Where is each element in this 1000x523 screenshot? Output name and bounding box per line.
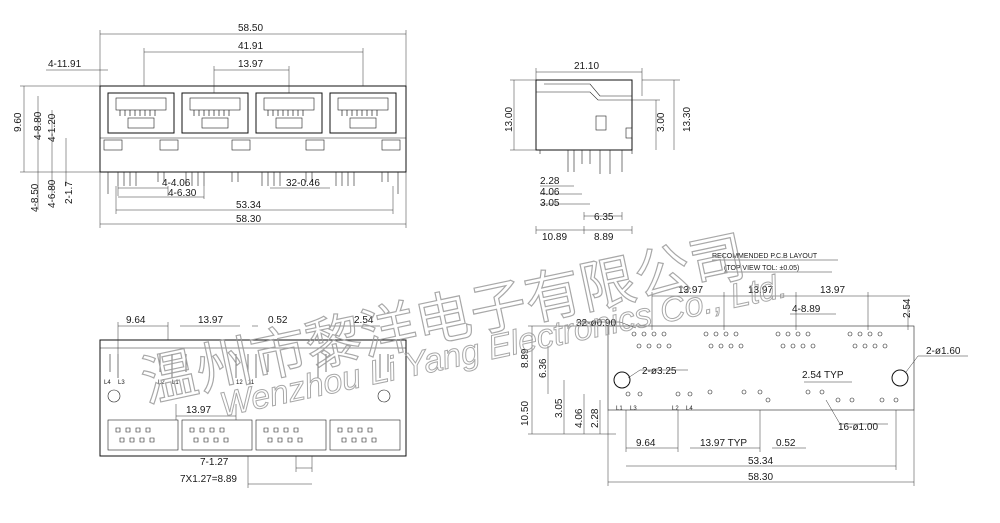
bottom-dim-7x1-27: 7X1.27=8.89 bbox=[180, 474, 237, 485]
pcb-dim-13-97-typ: 13.97 TYP bbox=[700, 438, 747, 449]
pcb-callout-2-54-typ: 2.54 TYP bbox=[802, 370, 844, 381]
pcb-dim-8-89: 8.89 bbox=[520, 348, 531, 368]
side-dim-4-06: 4.06 bbox=[540, 187, 560, 198]
side-dim-13-00: 13.00 bbox=[504, 107, 515, 132]
pcb-callout-2-1-60: 2-ø1.60 bbox=[926, 346, 961, 357]
pcb-callout-16-1-00: 16-ø1.00 bbox=[838, 422, 878, 433]
bottom-pin-label-L2: L2 bbox=[158, 380, 165, 386]
pcb-dim-2-54: 2.54 bbox=[902, 298, 913, 318]
front-view: 58.50 41.91 13.97 4-11.91 9.60 4-8.80 4-… bbox=[13, 23, 407, 228]
bottom-dim-13-97: 13.97 bbox=[198, 315, 223, 326]
bottom-dim-2-54: 2.54 bbox=[354, 315, 374, 326]
jack-port-2 bbox=[181, 92, 249, 134]
side-dim-8-89: 8.89 bbox=[594, 232, 614, 243]
front-dim-4-4-06: 4-4.06 bbox=[162, 178, 191, 189]
bottom-pin-label-11: 11 bbox=[248, 380, 255, 386]
pcb-mount-hole-left bbox=[613, 371, 631, 389]
front-dim-53-34: 53.34 bbox=[236, 200, 261, 211]
pcb-dim-53-34: 53.34 bbox=[748, 456, 773, 467]
bottom-view: L4 L3 L2 L1 12 11 9.64 13.97 0.52 2.54 1… bbox=[99, 315, 407, 488]
pcb-dim-2-28: 2.28 bbox=[590, 408, 601, 428]
pcb-dim-13-97-a: 13.97 bbox=[678, 285, 703, 296]
pcb-dim-58-30: 58.30 bbox=[748, 472, 773, 483]
pcb-dim-13-97-c: 13.97 bbox=[820, 285, 845, 296]
side-dim-6-35: 6.35 bbox=[594, 212, 614, 223]
pcb-dim-6-36: 6.36 bbox=[538, 358, 549, 378]
side-view: 21.10 13.00 13.30 3.00 2.28 4.06 3.05 6.… bbox=[504, 61, 693, 243]
bottom-pin-label-L1: L1 bbox=[172, 380, 179, 386]
front-dim-2-1-7: 2-1.7 bbox=[64, 181, 75, 204]
front-dim-4-6-80: 4-6.80 bbox=[47, 179, 58, 208]
pcb-pin-label-L4: L4 bbox=[686, 406, 693, 412]
front-dim-4-8-80: 4-8.80 bbox=[33, 111, 44, 140]
side-dim-3-05: 3.05 bbox=[540, 198, 560, 209]
side-dim-21-10: 21.10 bbox=[574, 61, 599, 72]
pcb-dim-0-52: 0.52 bbox=[776, 438, 796, 449]
pcb-dim-13-97-b: 13.97 bbox=[748, 285, 773, 296]
side-dim-2-28: 2.28 bbox=[540, 176, 560, 187]
side-dim-3-00: 3.00 bbox=[656, 112, 667, 132]
pcb-layout: RECOMMENDED P.C.B LAYOUT (TOP VIEW TOL: … bbox=[520, 253, 968, 486]
pcb-pin-label-L2: L2 bbox=[672, 406, 679, 412]
side-dim-13-30: 13.30 bbox=[682, 107, 693, 132]
front-dim-32-0-46: 32-0.46 bbox=[286, 178, 320, 189]
pcb-pin-label-L1: L1 bbox=[616, 406, 623, 412]
front-dim-58-50: 58.50 bbox=[238, 23, 263, 34]
pcb-subtitle: (TOP VIEW TOL: ±0.05) bbox=[724, 265, 799, 272]
front-dim-4-1-20: 4-1.20 bbox=[47, 113, 58, 142]
front-dim-4-8-50: 4-8.50 bbox=[30, 183, 41, 212]
bottom-dim-7-1-27: 7-1.27 bbox=[200, 457, 229, 468]
front-dim-58-30: 58.30 bbox=[236, 214, 261, 225]
front-dim-9-60: 9.60 bbox=[13, 112, 24, 132]
jack-port-1 bbox=[107, 92, 175, 134]
pcb-callout-32-0-90: 32-ø0.90 bbox=[576, 318, 616, 329]
pcb-callout-2-3-25: 2-ø3.25 bbox=[642, 366, 677, 377]
front-dim-4-11-91: 4-11.91 bbox=[48, 59, 82, 70]
bottom-pin-label-L4: L4 bbox=[104, 380, 111, 386]
pcb-callout-4-8-89: 4-8.89 bbox=[792, 304, 821, 315]
bottom-dim-9-64: 9.64 bbox=[126, 315, 146, 326]
pcb-dim-3-05: 3.05 bbox=[554, 398, 565, 418]
bottom-pin-label-L3: L3 bbox=[118, 380, 125, 386]
pcb-dim-10-50: 10.50 bbox=[520, 401, 531, 426]
front-dim-4-6-30: 4-6.30 bbox=[168, 188, 197, 199]
bottom-dim-0-52: 0.52 bbox=[268, 315, 288, 326]
pcb-title: RECOMMENDED P.C.B LAYOUT bbox=[712, 253, 818, 260]
jack-port-3 bbox=[255, 92, 323, 134]
bottom-dim-inner-13-97: 13.97 bbox=[186, 405, 211, 416]
pcb-mount-hole-right bbox=[891, 369, 909, 387]
pcb-pin-label-L3: L3 bbox=[630, 406, 637, 412]
pcb-pin-holes bbox=[625, 331, 899, 403]
pcb-dim-4-06: 4.06 bbox=[574, 408, 585, 428]
bottom-pin-label-12: 12 bbox=[236, 380, 243, 386]
pcb-dim-9-64: 9.64 bbox=[636, 438, 656, 449]
side-dim-10-89: 10.89 bbox=[542, 232, 567, 243]
jack-port-4 bbox=[329, 92, 397, 134]
front-dim-41-91: 41.91 bbox=[238, 41, 263, 52]
front-dim-13-97: 13.97 bbox=[238, 59, 263, 70]
